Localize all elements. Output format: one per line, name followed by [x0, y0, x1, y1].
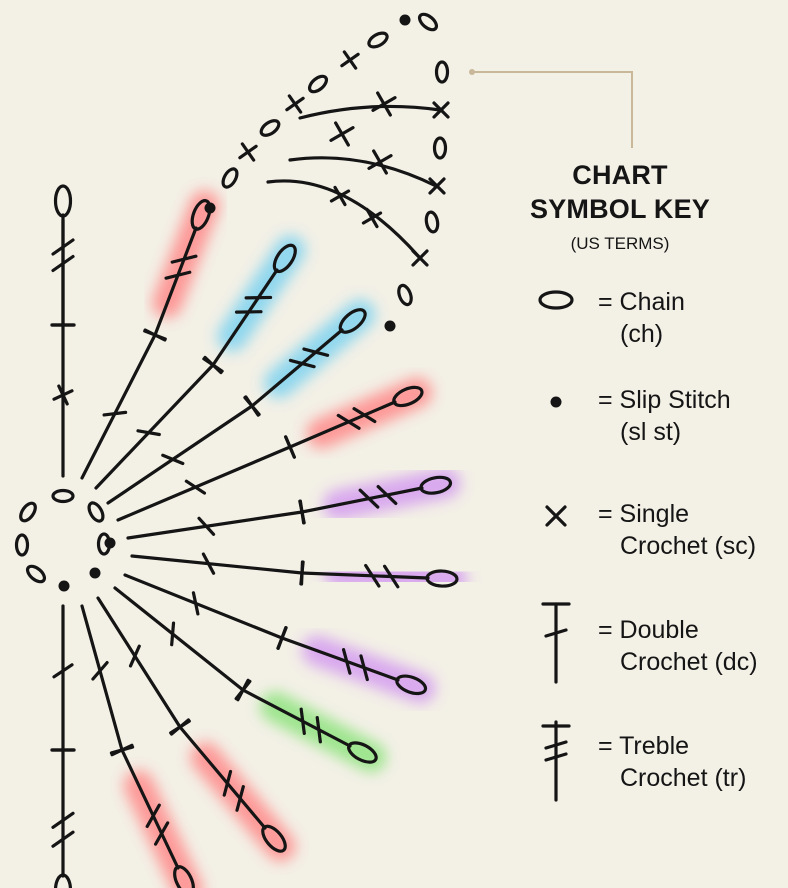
key-title-line1: CHART	[572, 160, 668, 190]
ring-chain-stitch	[19, 501, 37, 523]
treble-crochet-petal-2	[202, 243, 297, 373]
treble-crochet-petal-4	[284, 385, 424, 459]
key-item-chain-line1: = Chain	[598, 288, 685, 316]
treble-crochet-petal-5	[298, 475, 453, 525]
single-crochet	[340, 50, 360, 70]
key-item-single-crochet: = Single Crochet (sc)	[598, 498, 756, 562]
leaf-sc-row	[298, 104, 442, 120]
single-crochet	[329, 185, 351, 207]
single-crochet-x-icon	[545, 505, 567, 527]
single-crochet	[367, 149, 393, 175]
leaf-chain-stitch	[432, 136, 448, 160]
treble-crochet-petal-1	[143, 199, 212, 341]
ring-chain-stitch	[14, 533, 30, 557]
key-item-chain-line2: (ch)	[620, 320, 664, 348]
treble-crochet-top-chain	[261, 824, 287, 853]
ring-chain-stitch	[87, 501, 105, 523]
key-item-treble-crochet-line1: = Treble	[598, 732, 690, 760]
treble-crochet-petal-9	[169, 718, 287, 853]
treble-crochet-top-chain	[173, 865, 195, 888]
double-crochet-spoke-11	[50, 604, 76, 752]
double-crochet-spoke-1	[80, 328, 167, 480]
leader-line-dot	[469, 69, 475, 75]
leaf-chain-stitch	[307, 74, 329, 94]
key-item-single-crochet-line1: = Single	[598, 500, 690, 528]
key-item-slip-stitch-line1: = Slip Stitch	[598, 386, 731, 414]
treble-crochet-top-chain	[425, 569, 459, 588]
treble-crochet-petal-6	[299, 560, 459, 589]
leaf-slip-stitch	[399, 14, 411, 26]
ring-slip-stitch	[58, 580, 70, 592]
single-crochet	[361, 207, 383, 229]
key-title-line2: SYMBOL KEY	[529, 194, 711, 224]
leaf-sc-row	[266, 179, 422, 260]
key-item-slip-stitch-line2: (sl st)	[620, 418, 682, 446]
leaf-chain-stitch	[397, 283, 413, 307]
treble-crochet-petal-11	[50, 748, 76, 888]
leaf-chain-stitch	[259, 119, 281, 137]
key-subtitle: (US TERMS)	[570, 234, 670, 253]
ring-slip-stitch	[104, 537, 116, 549]
treble-crochet-petal-8	[236, 678, 378, 764]
treble-crochet-top-column	[50, 184, 76, 327]
treble-crochet-top-chain	[53, 873, 73, 888]
leaf-chain-stitch	[367, 31, 389, 49]
double-crochet-spoke-10	[80, 604, 135, 755]
key-item-double-crochet-line2: Crochet (dc)	[620, 648, 758, 676]
treble-crochet-top-chain	[395, 674, 428, 696]
double-crochet-icon	[541, 602, 571, 684]
key-item-single-crochet-line2: Crochet (sc)	[620, 532, 757, 560]
treble-crochet-top-chain	[190, 199, 212, 231]
leaf-sc-row	[288, 156, 438, 188]
ring-chain-stitch	[25, 564, 47, 584]
leaf-chain-stitch	[434, 60, 450, 84]
ring-chain-stitch	[51, 488, 75, 504]
leader-line	[472, 71, 633, 148]
key-item-treble-crochet-line2: Crochet (tr)	[620, 764, 747, 792]
leaf-slip-stitch	[204, 202, 216, 214]
key-item-chain: = Chain (ch)	[598, 286, 685, 350]
single-crochet	[371, 91, 397, 117]
leaf-slip-stitch	[384, 320, 396, 332]
leaf-chain-stitch	[417, 12, 439, 32]
single-crochet	[329, 121, 355, 147]
double-crochet-spoke-7	[123, 573, 288, 650]
treble-crochet-petal-7	[276, 626, 428, 696]
treble-crochet-icon	[541, 720, 571, 802]
ring-slip-stitch	[89, 567, 101, 579]
treble-crochet-top-chain	[347, 741, 378, 764]
slip-stitch-dot-icon	[550, 396, 562, 408]
key-item-slip-stitch: = Slip Stitch (sl st)	[598, 384, 731, 448]
single-crochet	[238, 142, 258, 162]
single-crochet	[285, 94, 305, 114]
key-item-double-crochet-line1: = Double	[598, 616, 699, 644]
leaf-chain-stitch	[221, 167, 239, 189]
chain-oval-icon	[538, 290, 574, 310]
treble-crochet-top-chain	[272, 243, 297, 274]
leaf-chain-stitch	[424, 210, 440, 234]
single-crochet	[52, 384, 74, 406]
double-crochet-spoke-5	[126, 499, 306, 540]
treble-crochet-top-chain	[419, 475, 453, 495]
key-item-treble-crochet: = Treble Crochet (tr)	[598, 730, 746, 794]
double-crochet-spoke-6	[130, 552, 305, 586]
treble-crochet-top-chain	[338, 308, 367, 334]
treble-crochet-top-chain	[53, 184, 73, 218]
treble-crochet-petal-3	[243, 308, 367, 417]
treble-crochet-petal-10	[110, 743, 195, 888]
treble-crochet-top-chain	[392, 385, 424, 408]
double-crochet-spoke-8	[113, 586, 252, 701]
key-item-double-crochet: = Double Crochet (dc)	[598, 614, 758, 678]
